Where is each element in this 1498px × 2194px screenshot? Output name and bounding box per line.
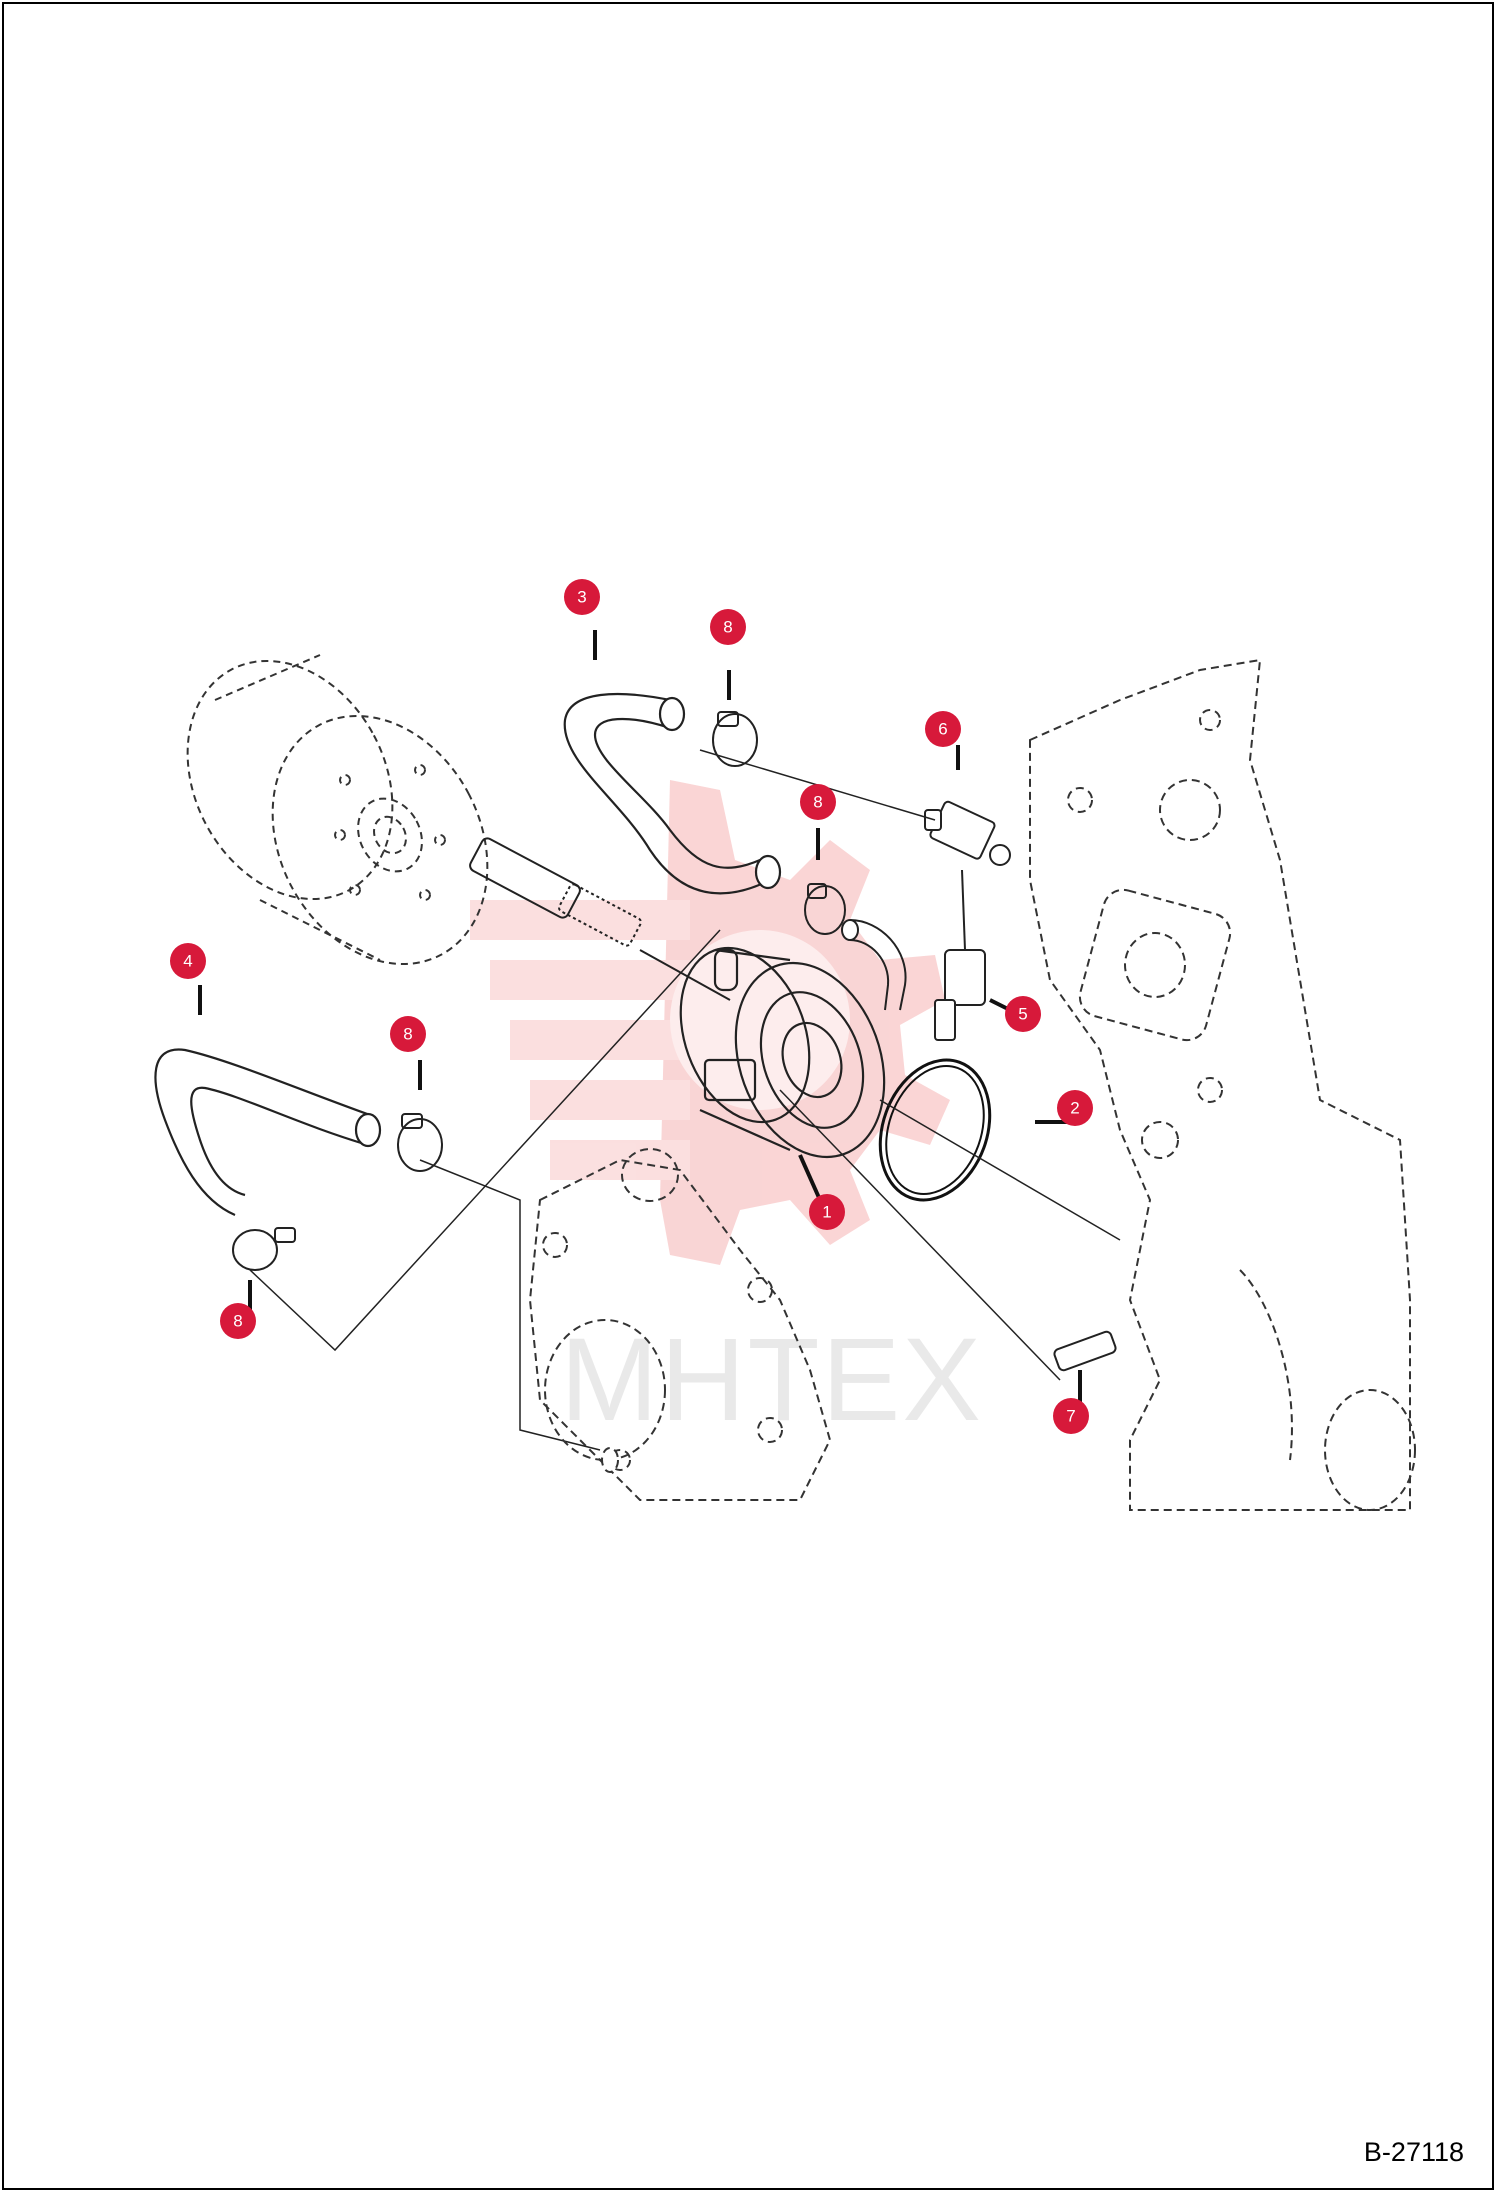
- callout-8: 8: [220, 1303, 256, 1339]
- center-pipe: [469, 837, 731, 1001]
- callout-8: 8: [390, 1016, 426, 1052]
- svg-text:8: 8: [723, 618, 732, 637]
- oil-cooler: [679, 946, 886, 1159]
- reference-code: B-27118: [1363, 2137, 1464, 2167]
- callout-8: 8: [710, 609, 746, 645]
- oil-filter: [186, 654, 489, 966]
- callout-2: 2: [1057, 1090, 1093, 1126]
- engine-block: [1029, 658, 1416, 1511]
- svg-text:6: 6: [938, 720, 947, 739]
- svg-text:8: 8: [403, 1025, 412, 1044]
- svg-text:3: 3: [577, 588, 586, 607]
- svg-text:8: 8: [233, 1312, 242, 1331]
- fitting-connector: [924, 800, 1011, 1041]
- callout-4: 4: [170, 943, 206, 979]
- callout-8: 8: [800, 784, 836, 820]
- callout-7: 7: [1053, 1398, 1089, 1434]
- hose-clamp: [232, 711, 846, 1271]
- callout-6: 6: [925, 711, 961, 747]
- svg-text:4: 4: [183, 952, 192, 971]
- hose-small: [841, 919, 907, 1011]
- o-ring: [878, 1058, 992, 1202]
- dowel-pin: [1053, 1330, 1117, 1372]
- svg-text:2: 2: [1070, 1099, 1079, 1118]
- svg-text:5: 5: [1018, 1005, 1027, 1024]
- pump-housing: [528, 1148, 832, 1501]
- watermark-text: MHTEX: [560, 1314, 983, 1446]
- hose-lower: [154, 1048, 382, 1217]
- svg-text:8: 8: [813, 793, 822, 812]
- svg-text:7: 7: [1066, 1407, 1075, 1426]
- hose-upper: [563, 692, 782, 895]
- watermark-logo: [470, 780, 950, 1265]
- svg-text:1: 1: [822, 1203, 831, 1222]
- callout-1: 1: [809, 1194, 845, 1230]
- callout-3: 3: [564, 579, 600, 615]
- callout-5: 5: [1005, 996, 1041, 1032]
